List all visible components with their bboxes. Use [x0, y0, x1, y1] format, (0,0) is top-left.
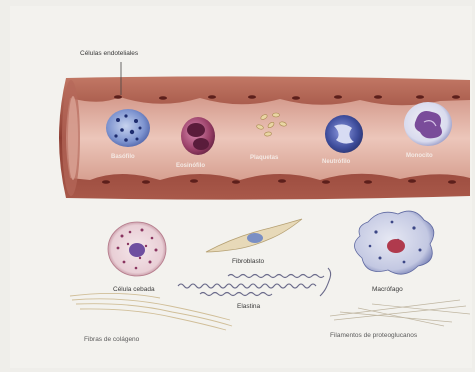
basophil-cell [106, 109, 150, 147]
label-macrophage: Macrófago [372, 287, 403, 294]
label-proteoglycan: Filamentos de proteoglucanos [330, 333, 417, 340]
label-platelets: Plaquetas [250, 155, 278, 161]
label-collagen: Fibras de colágeno [84, 337, 139, 344]
label-basophil: Basófilo [111, 154, 135, 160]
label-endothelial: Células endoteliales [80, 51, 138, 58]
label-elastin: Elastina [237, 304, 260, 311]
monocyte-cell [404, 102, 452, 146]
label-eosinophil: Eosinófilo [176, 163, 205, 169]
eosinophil-cell [181, 117, 215, 155]
mast-cell [108, 222, 166, 276]
label-monocyte: Monocito [406, 153, 433, 159]
label-fibroblast: Fibroblasto [232, 259, 264, 266]
label-neutrophil: Neutrófilo [322, 159, 350, 165]
label-mast-cell: Célula cebada [113, 287, 155, 294]
neutrophil-cell [325, 115, 363, 153]
blood-vessel [59, 62, 470, 200]
